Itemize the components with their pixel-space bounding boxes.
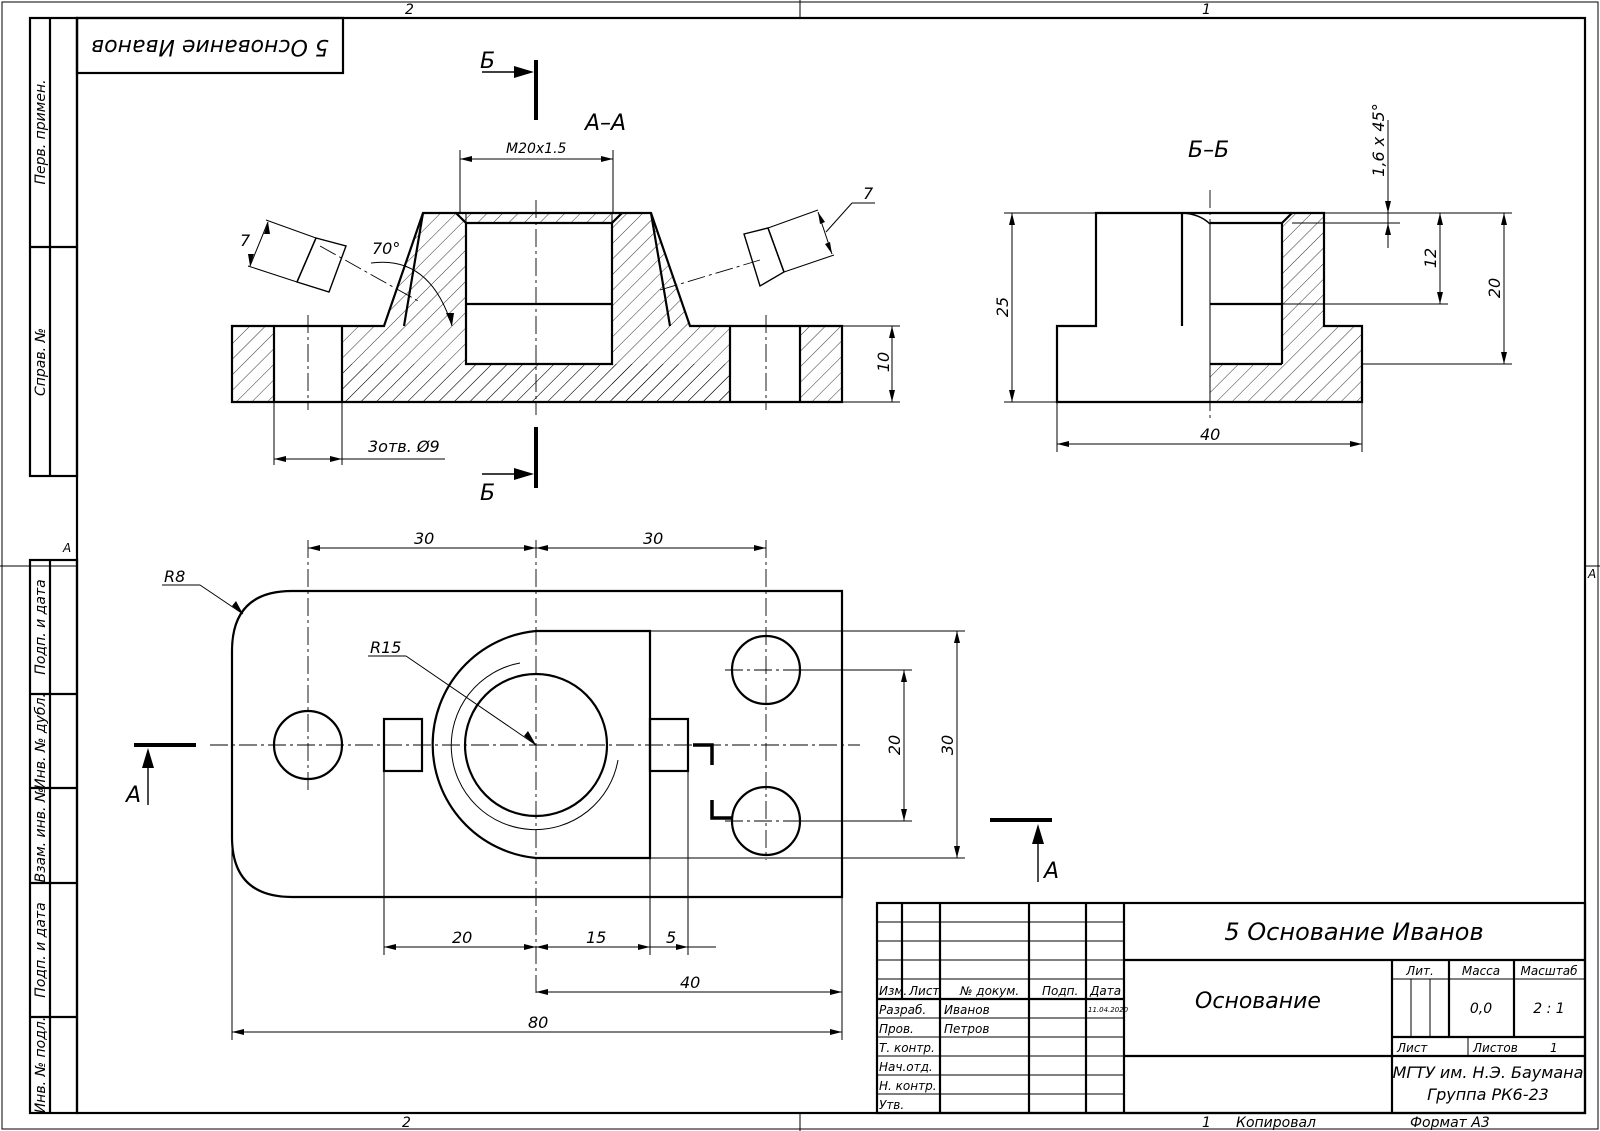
tb-col-izm: Изм. bbox=[879, 984, 907, 998]
section-bb-view: Б–Б 25 12 20 bbox=[993, 103, 1512, 452]
zone-label-right: А bbox=[1587, 567, 1596, 581]
tb-row-utv: Утв. bbox=[879, 1098, 904, 1112]
dim-bore-depth: 12 bbox=[1421, 248, 1440, 268]
dim-hole-left-x: 30 bbox=[414, 529, 434, 548]
section-aa-title: А–А bbox=[583, 111, 626, 136]
dim-angle: 70° bbox=[372, 239, 400, 258]
title-block: Изм. Лист № докум. Подп. Дата Разраб. Пр… bbox=[875, 901, 1587, 1115]
dim-40-bottom: 40 bbox=[680, 973, 700, 992]
tb-sheets-label: Листов bbox=[1472, 1041, 1518, 1055]
dim-20-bottom: 20 bbox=[452, 928, 472, 947]
tb-mass-value: 0,0 bbox=[1470, 1001, 1492, 1017]
dim-boss-width: 30 bbox=[938, 735, 957, 755]
tb-sheets-value: 1 bbox=[1550, 1041, 1558, 1055]
dim-thread: М20х1.5 bbox=[506, 141, 567, 157]
dim-5-bottom: 5 bbox=[666, 928, 676, 947]
tb-row-tkontr: Т. контр. bbox=[879, 1041, 935, 1055]
section-aa-hatching bbox=[232, 213, 842, 402]
tb-developer: Иванов bbox=[944, 1003, 990, 1017]
format-label: Формат А3 bbox=[1410, 1115, 1490, 1131]
side-perv-primen: Перв. примен. bbox=[33, 79, 49, 184]
tb-scale-value: 2 : 1 bbox=[1533, 1001, 1564, 1017]
dim-radius-corner: R8 bbox=[164, 567, 185, 586]
corner-stamp: 5 Основание Иванов bbox=[75, 16, 345, 75]
tb-row-prov: Пров. bbox=[879, 1022, 914, 1036]
dim-base-thickness: 10 bbox=[874, 352, 893, 372]
dim-rib-right: 7 bbox=[863, 184, 874, 203]
tb-date: 11.04.2020 bbox=[1088, 1006, 1129, 1014]
dim-width-bb: 40 bbox=[1200, 425, 1220, 444]
tb-part-name: Основание bbox=[1195, 989, 1321, 1014]
tb-checker: Петров bbox=[944, 1022, 989, 1036]
zone-label-bottom-right: 1 bbox=[1202, 1115, 1211, 1131]
zone-label-top-left: 2 bbox=[405, 2, 414, 18]
side-podp-data-2: Подп. и дата bbox=[33, 902, 49, 997]
section-aa-outline bbox=[230, 211, 844, 404]
side-sprav-no: Справ. № bbox=[33, 328, 49, 396]
section-bb-title: Б–Б bbox=[1188, 138, 1229, 163]
tb-row-nkontr: Н. контр. bbox=[879, 1079, 937, 1093]
side-inv-dubl: Инв. № дубл. bbox=[33, 693, 49, 789]
dim-holes-spacing: 20 bbox=[885, 735, 904, 755]
tb-lit-label: Лит. bbox=[1405, 964, 1434, 978]
zone-label-bottom-left: 2 bbox=[402, 1115, 411, 1131]
rib-section-left: 7 bbox=[240, 219, 347, 293]
plan-view: 30 30 R8 R15 20 30 20 bbox=[124, 529, 1059, 1040]
side-podp-data-1: Подп. и дата bbox=[33, 579, 49, 674]
dim-height-total: 25 bbox=[993, 297, 1012, 317]
cut-a-left-label: А bbox=[124, 783, 141, 808]
tb-org-line2: Группа РК6-23 bbox=[1427, 1085, 1549, 1104]
tb-sheet-label: Лист bbox=[1396, 1041, 1428, 1055]
cut-a-right-label: А bbox=[1042, 859, 1059, 884]
dim-15-bottom: 15 bbox=[586, 928, 606, 947]
copied-label: Копировал bbox=[1236, 1115, 1316, 1131]
tb-row-nachotd: Нач.отд. bbox=[879, 1060, 933, 1074]
tb-scale-label: Масштаб bbox=[1520, 964, 1578, 978]
section-bb-outline bbox=[1055, 211, 1364, 404]
tb-designation: 5 Основание Иванов bbox=[1224, 918, 1483, 946]
section-aa-bore bbox=[455, 212, 623, 366]
side-vzam-inv: Взам. инв. № bbox=[33, 787, 49, 882]
dim-holes-note: 3отв. Ø9 bbox=[368, 437, 440, 456]
dim-rib-left: 7 bbox=[240, 231, 251, 250]
tb-org-line1: МГТУ им. Н.Э. Баумана bbox=[1393, 1063, 1584, 1082]
dim-hole-right-x: 30 bbox=[643, 529, 663, 548]
section-bb-hatching bbox=[1210, 213, 1362, 402]
plan-boss bbox=[431, 629, 652, 860]
dim-80-bottom: 80 bbox=[528, 1013, 548, 1032]
tb-mass-label: Масса bbox=[1462, 964, 1500, 978]
zone-label-left: А bbox=[62, 541, 71, 555]
side-strip: Перв. примен. Справ. № Подп. и дата Инв.… bbox=[28, 16, 79, 1115]
tb-col-list: Лист bbox=[908, 984, 940, 998]
side-inv-podl: Инв. № подл. bbox=[33, 1017, 49, 1114]
tb-col-podp: Подп. bbox=[1042, 984, 1078, 998]
tb-col-date: Дата bbox=[1089, 984, 1121, 998]
cut-plane-a: А А bbox=[124, 743, 1059, 884]
tb-row-razrab: Разраб. bbox=[879, 1003, 926, 1017]
cut-b-bottom-label: Б bbox=[480, 481, 495, 506]
cut-plane-b: Б Б bbox=[480, 49, 538, 506]
section-aa-view: А–А М20х1. bbox=[230, 49, 900, 506]
cut-b-top-label: Б bbox=[480, 49, 495, 74]
corner-stamp-text: 5 Основание Иванов bbox=[91, 34, 329, 59]
rib-section-right: 7 bbox=[659, 184, 875, 291]
tb-col-doc: № докум. bbox=[959, 984, 1019, 998]
dim-boss-height: 20 bbox=[1485, 278, 1504, 298]
dim-chamfer: 1,6 х 45° bbox=[1369, 103, 1388, 176]
zone-label-top-right: 1 bbox=[1202, 2, 1211, 18]
dim-radius-boss: R15 bbox=[370, 638, 401, 657]
